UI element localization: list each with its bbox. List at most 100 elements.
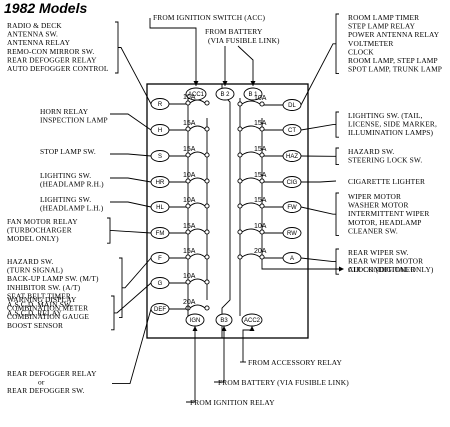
fuse-tag: HR bbox=[156, 180, 165, 186]
fuse-amp: 15A bbox=[183, 120, 196, 127]
fuse-element bbox=[241, 125, 261, 130]
fuse-element bbox=[189, 151, 206, 156]
label-from-ignition-relay: FROM IGNITION RELAY bbox=[190, 398, 275, 407]
right-label-line: STEERING LOCK SW. bbox=[348, 156, 422, 165]
fuse-tag: R bbox=[158, 102, 163, 108]
fuse-contact bbox=[237, 229, 243, 235]
wire-air-conditioner bbox=[261, 260, 340, 270]
right-label-line: CLOCK bbox=[348, 47, 374, 56]
right-label-line: AIR CONDITIONER bbox=[348, 265, 415, 274]
bracket-leader bbox=[122, 257, 152, 289]
fuse-contact bbox=[259, 229, 265, 235]
fuse-element-right bbox=[237, 100, 265, 107]
fuse-contact bbox=[204, 152, 210, 158]
wire-from-ignition-relay bbox=[186, 326, 196, 403]
leader-left-1 bbox=[110, 113, 152, 131]
right-label-line: ROOM LAMP TIMER bbox=[348, 13, 419, 22]
fuse-contact bbox=[237, 203, 243, 209]
fuse-element-left bbox=[185, 253, 210, 260]
left-label-line: COMBINATION METER bbox=[7, 304, 88, 313]
bracket-right-6 bbox=[300, 248, 339, 275]
right-label-line: LICENSE, SIDE MARKER, bbox=[348, 120, 437, 129]
left-label-line: LIGHTING SW. bbox=[40, 195, 91, 204]
bracket-fan-motor bbox=[107, 217, 152, 244]
left-label-line: RADIO & DECK bbox=[7, 21, 62, 30]
fuse-amp: 10A bbox=[183, 273, 196, 280]
bracket-right-0 bbox=[300, 13, 339, 106]
fuse-contact bbox=[259, 254, 265, 260]
fuse-contact bbox=[259, 178, 265, 184]
terminal-tag: IGN bbox=[190, 318, 201, 324]
fuse-contact bbox=[185, 203, 191, 209]
fuse-contact bbox=[185, 229, 191, 235]
fuse-element bbox=[189, 202, 206, 207]
bracket-leader bbox=[114, 282, 152, 314]
fuse-contact bbox=[204, 229, 210, 235]
fuse-contact bbox=[185, 152, 191, 158]
right-label-line: INTERMITTENT WIPER bbox=[348, 209, 429, 218]
left-label-line: WARNING DISPLAY bbox=[7, 295, 77, 304]
bracket-leader bbox=[300, 257, 336, 263]
fuse-contact bbox=[204, 100, 210, 106]
fuse-element bbox=[241, 151, 261, 156]
fuse-tag: CT bbox=[288, 128, 296, 134]
fuse-tag: RW bbox=[287, 231, 297, 237]
left-label-line: (TURBOCHARGER bbox=[7, 226, 72, 235]
wire-from-ignition-switch bbox=[149, 18, 197, 86]
fuse-element-left bbox=[185, 278, 210, 285]
fuse-element-right bbox=[237, 177, 265, 184]
arrow-ign bbox=[192, 326, 198, 331]
left-label-line: INSPECTION LAMP bbox=[40, 116, 108, 125]
terminal-outline bbox=[215, 87, 235, 101]
fuse-contact bbox=[237, 126, 243, 132]
left-label-line: (TURN SIGNAL) bbox=[7, 266, 63, 275]
fuse-contact bbox=[237, 101, 243, 107]
fuse-tag: FM bbox=[156, 231, 165, 237]
left-label-line: ANTENNA SW. bbox=[7, 30, 58, 39]
left-label-line: HAZARD SW. bbox=[7, 257, 53, 266]
left-label-line: STOP LAMP SW. bbox=[40, 147, 96, 156]
fuse-amp: 10A bbox=[254, 223, 267, 230]
fuse-amp: 10A bbox=[183, 172, 196, 179]
fuse-amp: 20A bbox=[183, 299, 196, 306]
right-label-line: MOTOR, HEADLAMP bbox=[348, 218, 422, 227]
fuse-contact bbox=[185, 100, 191, 106]
label-from-battery-line2: (VIA FUSIBLE LINK) bbox=[208, 36, 280, 45]
diagram-title: 1982 Models bbox=[4, 0, 87, 16]
bracket-leader bbox=[300, 124, 336, 131]
fuse-tag: HAZ bbox=[286, 154, 298, 160]
fuse-tag: S bbox=[158, 154, 162, 160]
bracket-right-1 bbox=[300, 111, 339, 138]
leader-left-4 bbox=[110, 201, 152, 208]
bracket-line bbox=[111, 295, 115, 331]
terminal-tag: B 1 bbox=[248, 92, 258, 98]
arrow-acc1 bbox=[193, 81, 199, 86]
fuse-contact bbox=[185, 126, 191, 132]
left-label-line: BOOST SENSOR bbox=[7, 321, 63, 330]
fuse-amp: 15A bbox=[254, 197, 267, 204]
fuse-contact bbox=[185, 279, 191, 285]
terminal-b2: B 2 bbox=[215, 87, 235, 101]
left-label-line: MODEL ONLY) bbox=[7, 234, 59, 243]
left-label-line: REAR DEFOGGER SW. bbox=[7, 386, 85, 395]
right-label-line: ROOM LAMP, STEP LAMP bbox=[348, 56, 438, 65]
right-label-line: POWER ANTENNA RELAY bbox=[348, 30, 440, 39]
bracket-leader bbox=[300, 206, 336, 215]
fuse-contact bbox=[204, 254, 210, 260]
right-label-line: REAR WIPER SW. bbox=[348, 248, 409, 257]
bracket-right-4 bbox=[300, 192, 339, 236]
fuse-contact bbox=[259, 126, 265, 132]
left-label-line: (HEADLAMP R.H.) bbox=[40, 180, 104, 189]
fuse-contact bbox=[185, 178, 191, 184]
leader-left-3 bbox=[110, 177, 152, 183]
bracket-leader bbox=[300, 43, 336, 106]
fuse-tag: HL bbox=[156, 205, 164, 211]
left-label-line: A.S.C.D. MAIN SW. bbox=[7, 300, 72, 309]
right-label-line: LIGHTING SW. (TAIL, bbox=[348, 111, 423, 120]
terminal-b1: B 1 bbox=[243, 87, 263, 101]
bracket-line bbox=[107, 217, 111, 244]
fuse-element bbox=[189, 304, 206, 309]
terminal-b3: B3 bbox=[215, 313, 233, 327]
bracket-line bbox=[335, 147, 339, 166]
